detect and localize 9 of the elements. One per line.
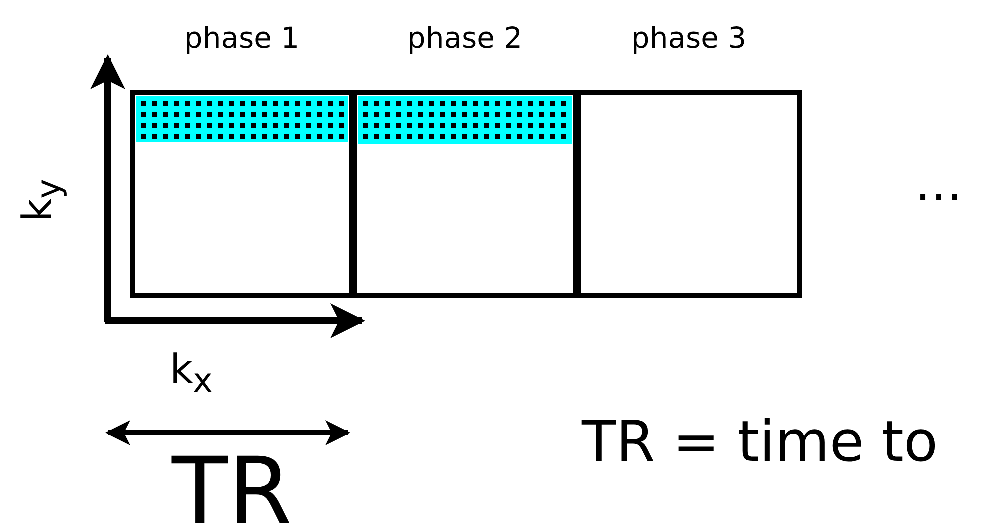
dimension-label: TR (172, 446, 292, 530)
phase-heading: phase 2 (407, 20, 523, 57)
continuation-dots: … (915, 160, 963, 208)
phase-heading: phase 1 (184, 20, 300, 57)
axis-label: k$_{x}$ (170, 350, 213, 398)
sampled-lines-band (136, 96, 348, 142)
sampled-lines-band (358, 96, 572, 144)
phase-heading: phase 3 (631, 20, 747, 57)
definition-text: TR = time to (582, 415, 938, 471)
